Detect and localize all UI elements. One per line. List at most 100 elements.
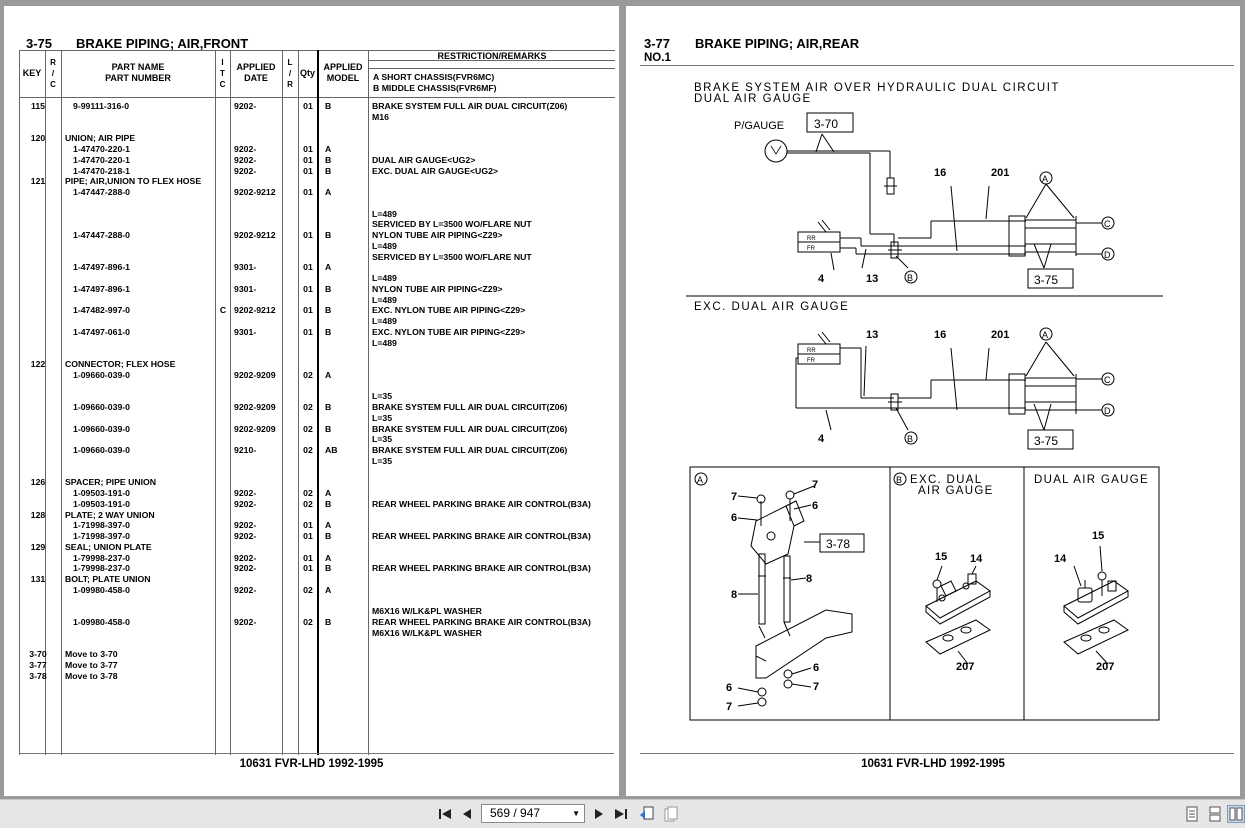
row-applied-date: 9202- [234,563,257,574]
row-applied-model: B [325,154,332,165]
row-part: 1-09660-039-0 [73,445,130,455]
page-dropdown-caret-icon[interactable]: ▼ [572,809,580,818]
table-row: M6X16 W/LK&PL WASHER [19,628,614,639]
row-key: 121 [30,176,46,187]
fr-label-top: FR [807,246,816,252]
two-page-view-button[interactable] [1227,805,1245,823]
marker-c-top: C [1104,219,1111,229]
next-page-button[interactable] [590,805,608,823]
row-applied-date: 9202-9212 [234,305,276,316]
diagram-heading-dual-air-gauge: DUAL AIR GAUGE [694,93,812,105]
row-applied-date: 9202- [234,488,257,498]
row-applied-model: A [325,187,332,197]
row-remarks: REAR WHEEL PARKING BRAKE AIR CONTROL(B3A… [372,498,591,509]
single-page-view-button[interactable] [1183,805,1201,823]
row-remarks: SERVICED BY L=3500 WO/FLARE NUT [372,219,532,230]
ref-3-78: 3-78 [826,537,850,551]
row-applied-date: 9202- [234,617,257,627]
row-qty: 02 [303,402,313,412]
table-row: L=35 [19,391,614,402]
part-4-top: 4 [818,273,825,285]
first-page-button[interactable] [436,805,454,823]
marker-a-mid: A [1042,330,1048,340]
part-13-top: 13 [866,273,878,285]
row-applied-date: 9202- [234,552,257,563]
row-key: 122 [30,359,46,369]
row-applied-date: 9202-9209 [234,423,276,434]
viewer-toolbar: 569 / 947 ▼ [0,799,1245,828]
go-back-view-button[interactable] [638,805,656,823]
rr-label-mid: RR [807,348,816,354]
go-forward-view-icon [664,806,678,822]
row-applied-model: A [325,144,332,154]
marker-b-mid: B [907,434,913,444]
page-number-field[interactable]: 569 / 947 ▼ [481,804,585,823]
continuous-view-button[interactable] [1206,805,1224,823]
row-part: 1-79998-237-0 [73,552,130,563]
row-remarks: REAR WHEEL PARKING BRAKE AIR CONTROL(B3A… [372,531,591,541]
row-remarks: L=35 [372,434,393,445]
row-applied-model: B [325,165,332,176]
row-applied-date: 9202- [234,101,257,111]
next-page-icon [595,809,603,819]
go-back-view-icon [640,806,654,820]
left-page: 3-75 BRAKE PIPING; AIR,FRONT KEY R/C PAR… [4,6,619,796]
right-page-footer: 10631 FVR-LHD 1992-1995 [861,758,1005,770]
previous-page-button[interactable] [458,805,476,823]
row-qty: 01 [303,101,313,111]
marker-b-top: B [907,273,913,283]
go-forward-view-button[interactable] [662,805,680,823]
row-part: 1-71998-397-0 [73,520,130,531]
table-row: 121 PIPE; AIR,UNION TO FLEX HOSE [19,176,614,187]
row-part: PIPE; AIR,UNION TO FLEX HOSE [65,176,202,187]
table-row: L=489 [19,338,614,349]
marker-d-top: D [1104,250,1111,260]
last-page-button[interactable] [612,805,630,823]
table-row: L=489 [19,241,614,252]
panel-b-marker: B [896,475,902,485]
row-part: UNION; AIR PIPE [65,133,136,144]
row-key: 3-78 [29,670,47,681]
row-part: 1-47470-218-1 [73,165,130,176]
panel-c-part-14: 14 [1054,553,1067,565]
row-remarks: REAR WHEEL PARKING BRAKE AIR CONTROL(B3A… [372,617,591,627]
part-201-top: 201 [991,167,1009,179]
row-part: CONNECTOR; FLEX HOSE [65,359,176,369]
row-part: PLATE; 2 WAY UNION [65,509,155,520]
part-201-mid: 201 [991,329,1009,341]
p-gauge-label: P/GAUGE [734,120,784,132]
panel-b-part-15: 15 [935,551,947,563]
panel-a-part-6b: 6 [812,500,818,512]
row-qty: 01 [303,531,313,541]
row-applied-date: 9202- [234,165,257,176]
row-remarks: M6X16 W/LK&PL WASHER [372,606,482,617]
row-remarks: L=35 [372,412,393,423]
left-section-number: 3-75 [26,36,53,51]
row-part: 1-47447-288-0 [73,187,130,197]
row-part: 9-99111-316-0 [73,101,130,111]
rr-label-top: RR [807,236,816,242]
row-remarks: M6X16 W/LK&PL WASHER [372,627,482,638]
table-row: L=489 [19,209,614,220]
table-row [19,467,614,478]
right-section-number: 3-77 [644,36,671,51]
row-part: SPACER; PIPE UNION [65,477,157,488]
row-applied-date: 9202-9212 [234,230,276,240]
panel-a-part-7a: 7 [731,491,737,503]
panel-b-title-2: AIR GAUGE [918,485,994,497]
panel-a-part-6c: 6 [813,662,819,674]
page-number-value: 569 / 947 [490,806,541,820]
part-4-mid: 4 [818,433,825,445]
